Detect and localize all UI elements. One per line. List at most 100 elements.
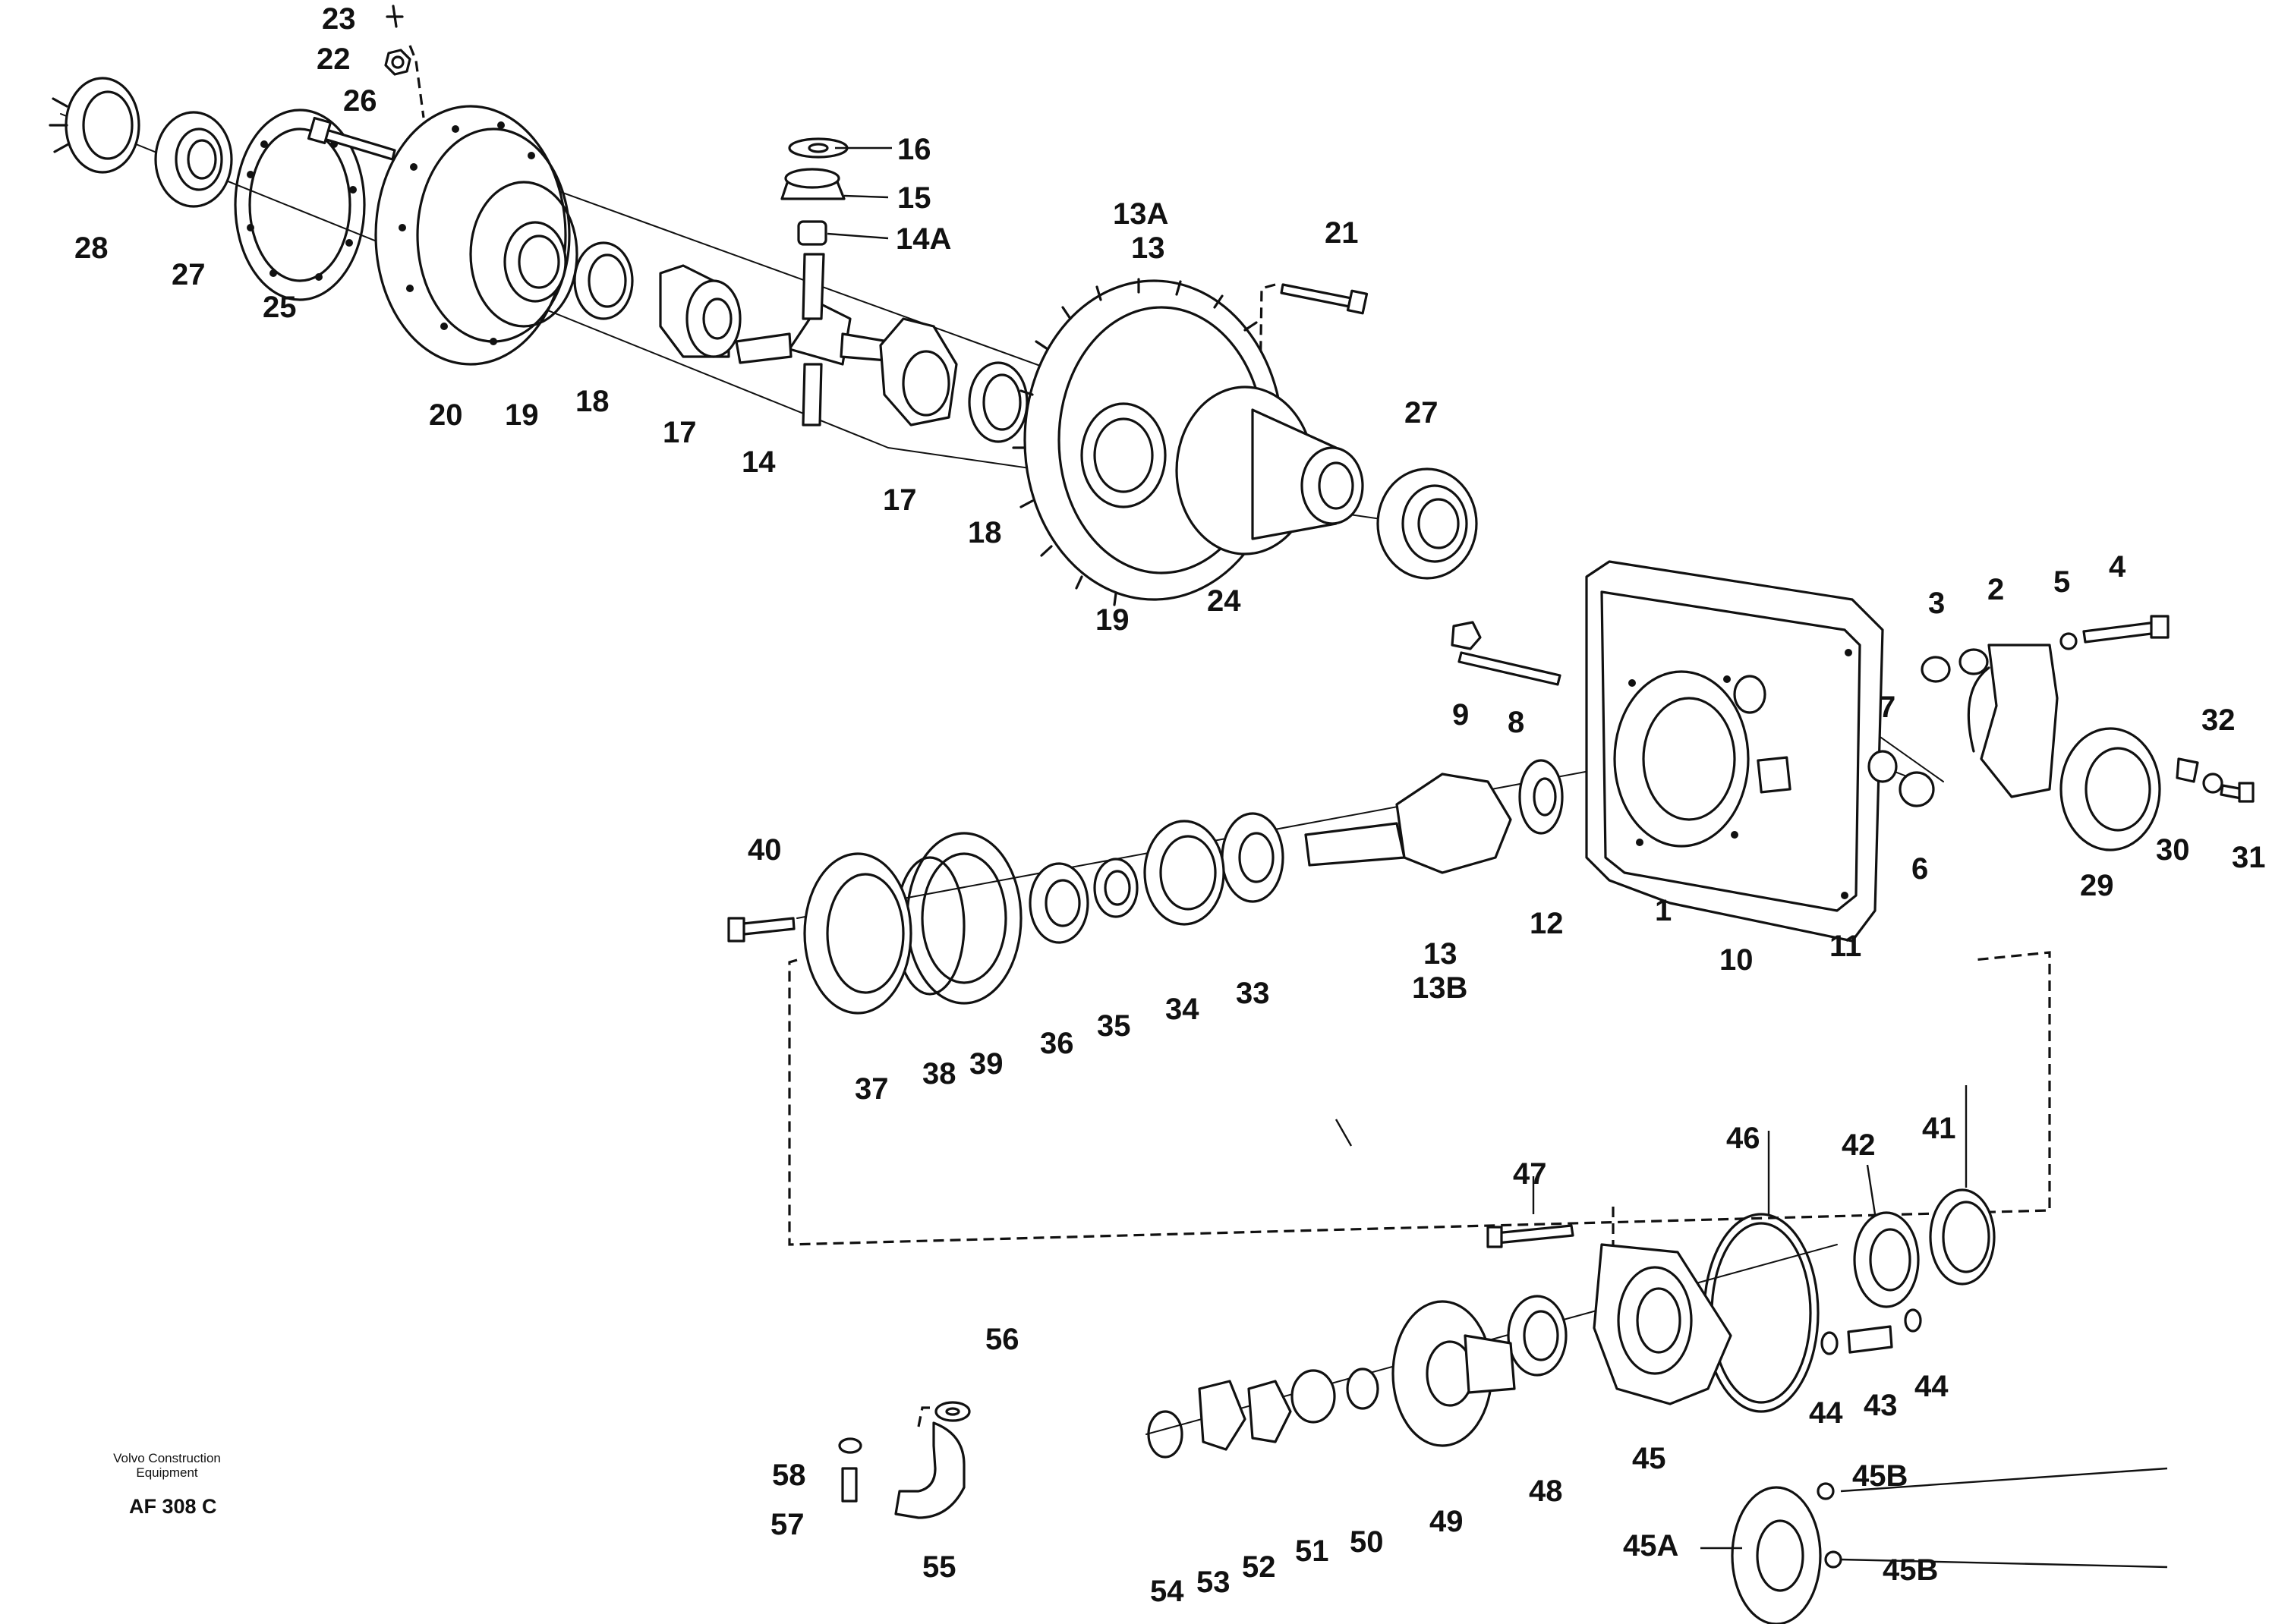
label-45: 45 <box>1632 1442 1666 1475</box>
label-54: 54 <box>1150 1575 1184 1608</box>
differential-housing-half-drawing <box>1175 386 1364 555</box>
brand-line-1: Volvo Construction <box>113 1451 221 1465</box>
part-labels: 23 22 26 28 27 25 20 19 18 17 14 16 15 1… <box>74 2 2266 1608</box>
label-1: 1 <box>1655 894 1672 927</box>
label-34: 34 <box>1165 993 1199 1026</box>
pinion-drawing <box>1304 773 1512 874</box>
cover-assembly-drawing <box>1147 1188 1996 1624</box>
label-13B: 13B <box>1412 971 1467 1005</box>
label-19-left: 19 <box>505 398 539 432</box>
label-13A: 13A <box>1113 197 1168 231</box>
roller-bearing-left-drawing <box>154 111 233 208</box>
screw-crown-drawing <box>1280 283 1369 315</box>
pinion-bearing-stack-drawing <box>727 812 1284 1015</box>
label-41: 41 <box>1922 1112 1956 1145</box>
label-27-left: 27 <box>172 258 206 291</box>
stud-nut-drawing <box>1451 621 1561 686</box>
label-29: 29 <box>2080 869 2114 902</box>
label-58: 58 <box>772 1459 806 1492</box>
label-37: 37 <box>855 1072 889 1106</box>
label-5: 5 <box>2053 565 2070 599</box>
label-10: 10 <box>1719 943 1754 977</box>
label-16: 16 <box>897 133 931 166</box>
label-17-right: 17 <box>883 483 917 517</box>
label-32: 32 <box>2201 703 2236 737</box>
label-51: 51 <box>1295 1534 1329 1568</box>
leader-lines <box>827 146 2168 1569</box>
label-18-left: 18 <box>575 385 610 418</box>
label-22: 22 <box>317 42 351 76</box>
label-28: 28 <box>74 231 109 265</box>
label-21: 21 <box>1325 216 1359 250</box>
small-bolt-nut-drawing <box>384 5 411 76</box>
spider-drawing <box>735 253 890 426</box>
label-39: 39 <box>969 1047 1004 1081</box>
drawing-code: AF 308 C <box>129 1495 217 1518</box>
label-33: 33 <box>1236 977 1270 1010</box>
label-43: 43 <box>1864 1389 1898 1422</box>
label-56: 56 <box>985 1323 1019 1356</box>
label-35: 35 <box>1097 1009 1131 1043</box>
label-2: 2 <box>1987 573 2004 606</box>
label-57: 57 <box>770 1508 805 1541</box>
label-45A: 45A <box>1623 1529 1678 1563</box>
label-53: 53 <box>1196 1566 1231 1599</box>
roller-bearing-right-drawing <box>1376 467 1478 580</box>
label-23: 23 <box>322 2 356 36</box>
breather-drawing <box>838 1401 971 1519</box>
label-44-left: 44 <box>1809 1396 1843 1430</box>
label-49: 49 <box>1429 1505 1464 1538</box>
label-12: 12 <box>1530 907 1564 940</box>
label-38: 38 <box>922 1057 956 1091</box>
label-20: 20 <box>429 398 463 432</box>
label-40: 40 <box>748 833 782 867</box>
thrust-washer-right-drawing <box>968 361 1029 443</box>
label-13-mid: 13 <box>1423 937 1457 971</box>
side-gear-right-drawing <box>879 317 958 426</box>
label-17-left: 17 <box>663 416 697 449</box>
brand-line-2: Equipment <box>136 1465 198 1480</box>
differential-housing-drawing <box>374 105 578 366</box>
label-31: 31 <box>2232 841 2266 874</box>
pinion-stack-drawing <box>780 137 849 246</box>
label-7: 7 <box>1879 691 1895 724</box>
label-19-right: 19 <box>1095 603 1130 637</box>
bearing-cap-drawing <box>1921 615 2170 798</box>
label-9: 9 <box>1452 698 1469 732</box>
label-46: 46 <box>1726 1122 1760 1155</box>
adjusting-nut-left-drawing <box>49 77 140 174</box>
final-drive-housing-drawing <box>1585 560 1884 943</box>
side-gear-left-drawing <box>659 264 742 358</box>
label-55: 55 <box>922 1550 956 1584</box>
label-18-right: 18 <box>968 516 1002 549</box>
label-25: 25 <box>263 291 297 324</box>
label-15: 15 <box>897 181 931 215</box>
pilot-bearing-drawing <box>1518 759 1564 835</box>
adjusting-nut-right-drawing <box>2059 727 2255 851</box>
screw-lock-drawing <box>307 116 396 161</box>
label-27-right: 27 <box>1404 396 1439 430</box>
thrust-washer-left-drawing <box>573 241 634 320</box>
label-45B-bottom: 45B <box>1883 1553 1938 1587</box>
label-13-top: 13 <box>1131 231 1165 265</box>
label-52: 52 <box>1242 1550 1276 1584</box>
label-36: 36 <box>1040 1027 1074 1060</box>
label-45B-top: 45B <box>1852 1459 1908 1493</box>
label-30: 30 <box>2156 833 2190 867</box>
plug-seal-drawing <box>1867 750 1935 807</box>
label-6: 6 <box>1911 852 1928 886</box>
label-26: 26 <box>343 84 377 118</box>
label-50: 50 <box>1350 1525 1384 1559</box>
label-14: 14 <box>742 445 776 479</box>
label-11: 11 <box>1829 930 1861 963</box>
label-3: 3 <box>1928 587 1945 620</box>
label-8: 8 <box>1508 706 1524 739</box>
label-14A: 14A <box>896 222 951 256</box>
label-47: 47 <box>1513 1157 1547 1191</box>
label-4: 4 <box>2109 550 2126 584</box>
label-24: 24 <box>1207 584 1241 618</box>
label-44-right: 44 <box>1914 1370 1949 1403</box>
label-42: 42 <box>1842 1128 1876 1162</box>
drawing-caption: Volvo Construction Equipment AF 308 C <box>91 1451 243 1519</box>
